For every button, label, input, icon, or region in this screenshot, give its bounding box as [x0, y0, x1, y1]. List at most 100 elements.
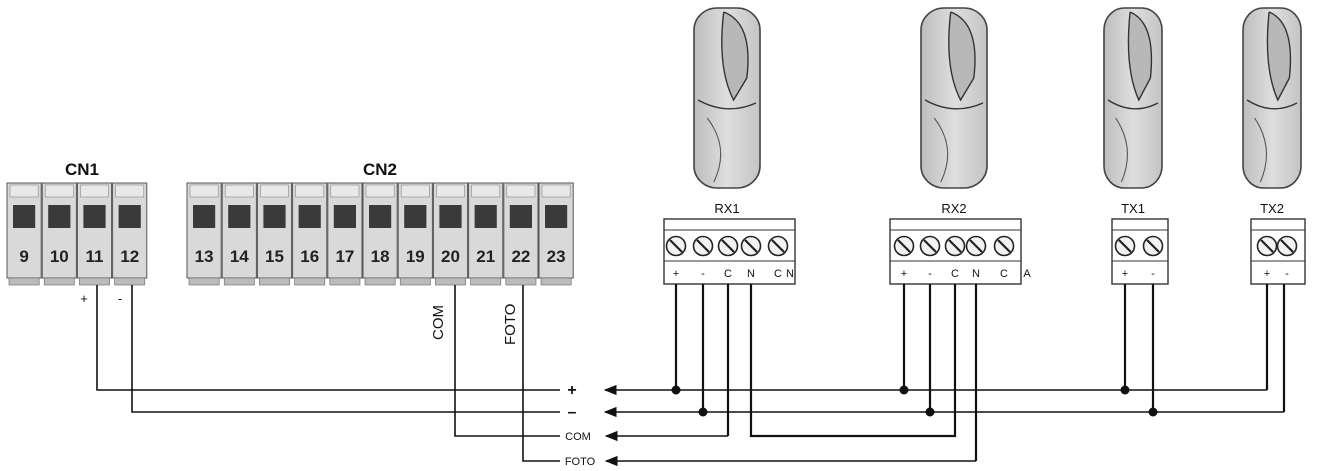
terminal-number: 13 [195, 247, 214, 266]
terminal-top [295, 184, 325, 198]
terminal-top [80, 184, 109, 198]
pin-label: + [1122, 268, 1128, 280]
screw-terminal [692, 235, 714, 257]
screw-terminal [717, 235, 739, 257]
screw-terminal [893, 235, 915, 257]
pin-label: - [1285, 268, 1289, 280]
rx2-label: RX2 [941, 201, 966, 216]
rx1-label: RX1 [714, 201, 739, 216]
junction-dot [698, 407, 708, 417]
terminal-20: 20 [432, 182, 469, 286]
terminal-18: 18 [362, 182, 398, 286]
photocell-housing-rx1 [693, 7, 761, 189]
bus-foto-label: FOTO [565, 456, 596, 468]
terminal-foot [259, 277, 290, 286]
screw-terminal [1256, 235, 1278, 257]
terminal-screw-hole [263, 205, 286, 228]
housing-edge [1254, 117, 1267, 183]
cn1-minus-mark: - [118, 291, 122, 306]
pin-label: N [972, 268, 980, 280]
terminal-foot [399, 277, 431, 286]
terminal-16: 16 [292, 182, 328, 286]
pin-label: + [1264, 268, 1270, 280]
terminal-body [41, 182, 77, 279]
terminal-12: 12 [112, 182, 148, 286]
terminal-body [76, 182, 113, 279]
terminal-top [330, 184, 360, 198]
housing-seam [924, 99, 984, 110]
housing-lens [721, 11, 749, 102]
terminal-screw-hole [228, 205, 251, 228]
terminal-screw-hole [193, 205, 216, 228]
screw-terminal [767, 235, 789, 257]
terminal-screw-hole [298, 205, 321, 228]
housing-seam [697, 99, 757, 110]
terminal-number: 20 [441, 247, 460, 266]
terminal-screw-hole [474, 205, 497, 228]
pin-label: C [951, 268, 959, 280]
terminal-number: 18 [371, 247, 390, 266]
terminal-19: 19 [397, 182, 433, 286]
wire-plus-source [96, 285, 560, 391]
terminal-17: 17 [327, 182, 363, 286]
junction-dot [1148, 407, 1158, 417]
housing-lens [1127, 11, 1153, 102]
terminal-foot [364, 277, 396, 286]
terminal-top [471, 184, 501, 198]
terminal-body [112, 182, 148, 279]
terminal-screw-hole [404, 205, 427, 228]
pin-label: N [747, 268, 755, 280]
terminal-foot [540, 277, 572, 286]
pin-label: - [1151, 268, 1155, 280]
housing-edge [933, 117, 949, 183]
terminal-screw-hole [13, 205, 36, 228]
pin-label: C [1000, 268, 1008, 280]
screw-terminal [740, 235, 762, 257]
terminal-screw-hole [333, 205, 356, 228]
wire-foto-source [522, 285, 560, 462]
terminal-number: 11 [86, 247, 104, 266]
cn1-plus-mark: + [80, 291, 88, 306]
pin-label: - [928, 268, 932, 280]
screw-terminal [993, 235, 1015, 257]
terminal-foot [223, 277, 255, 286]
tx2-terminal-block: +- [1250, 218, 1306, 285]
terminal-foot [505, 277, 537, 286]
pin-label: C [774, 268, 782, 280]
terminal-9: 9 [6, 182, 42, 286]
terminal-body [221, 182, 257, 279]
terminal-14: 14 [221, 182, 257, 286]
bus-minus-label: – [568, 404, 577, 421]
cn2-label: CN2 [363, 160, 397, 179]
terminal-body [362, 182, 398, 279]
screw-terminal [1114, 235, 1136, 257]
screw-terminal [1276, 235, 1298, 257]
terminal-number: 21 [476, 247, 495, 266]
housing-seam [1246, 99, 1298, 110]
rx1-wire-n-loop [749, 284, 957, 438]
terminal-top [9, 184, 39, 198]
terminal-top [400, 184, 430, 198]
terminal-top [260, 184, 289, 198]
terminal-13: 13 [186, 182, 222, 286]
terminal-11: 11 [76, 182, 113, 286]
terminal-foot [329, 277, 361, 286]
terminal-body [397, 182, 433, 279]
photocell-housing-tx1 [1103, 7, 1163, 189]
terminal-number: 19 [406, 247, 425, 266]
tx1-label: TX1 [1121, 201, 1145, 216]
wire-com-source [454, 285, 560, 437]
screw-terminal [665, 235, 687, 257]
terminal-screw-hole [118, 205, 141, 228]
terminal-body [432, 182, 469, 279]
terminal-screw-hole [369, 205, 392, 228]
terminal-foot [114, 277, 146, 286]
screw-terminal [944, 235, 966, 257]
terminal-number: 22 [511, 247, 530, 266]
terminal-foot [8, 277, 40, 286]
housing-edge [1115, 117, 1128, 183]
terminal-22: 22 [503, 182, 539, 286]
terminal-number: 15 [265, 247, 284, 266]
